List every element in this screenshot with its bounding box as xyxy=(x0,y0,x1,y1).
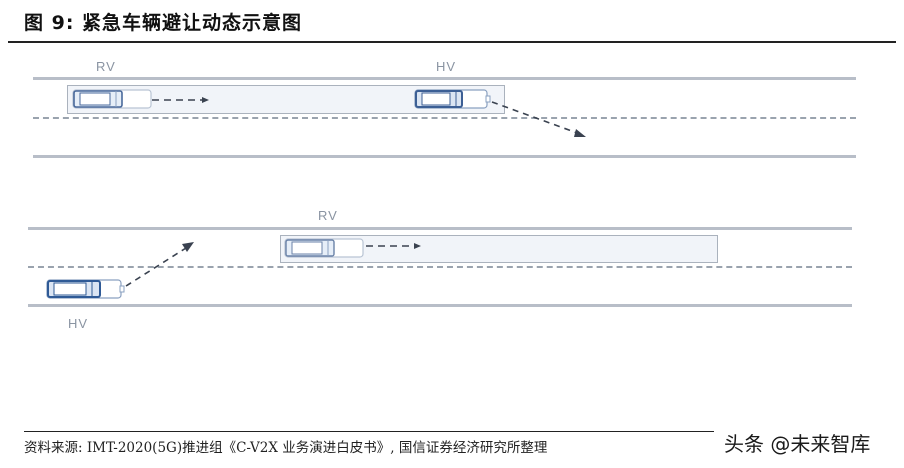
hv-lane-change-arrow-bottom xyxy=(125,242,194,287)
rv-car-icon-bottom xyxy=(284,238,364,258)
rv-label-top: RV xyxy=(96,59,116,74)
hv-car-icon xyxy=(414,89,491,109)
rv-direction-arrow-bottom xyxy=(366,243,421,249)
figure-title: 图 9: 紧急车辆避让动态示意图 xyxy=(24,12,303,34)
hv-lane-change-arrow-top xyxy=(491,101,586,137)
watermark: 头条 @未来智库 xyxy=(724,432,871,456)
rv-direction-arrow-top xyxy=(152,97,209,103)
road-edge-top xyxy=(33,77,856,80)
rv-car-icon xyxy=(72,89,152,109)
source-divider xyxy=(24,431,714,432)
title-divider xyxy=(8,41,896,43)
rv-label-bottom: RV xyxy=(318,208,338,223)
road-edge-top-2 xyxy=(28,227,852,230)
road-edge-bottom xyxy=(33,155,856,158)
lane-divider-bottom xyxy=(28,266,852,268)
hv-label-bottom: HV xyxy=(68,316,89,331)
source-note: 资料来源: IMT-2020(5G)推进组《C-V2X 业务演进白皮书》, 国信… xyxy=(24,440,548,456)
road-edge-bottom-2 xyxy=(28,304,852,307)
hv-label-top: HV xyxy=(436,59,457,74)
hv-car-icon-bottom xyxy=(46,279,125,299)
lane-divider-top xyxy=(33,117,856,119)
